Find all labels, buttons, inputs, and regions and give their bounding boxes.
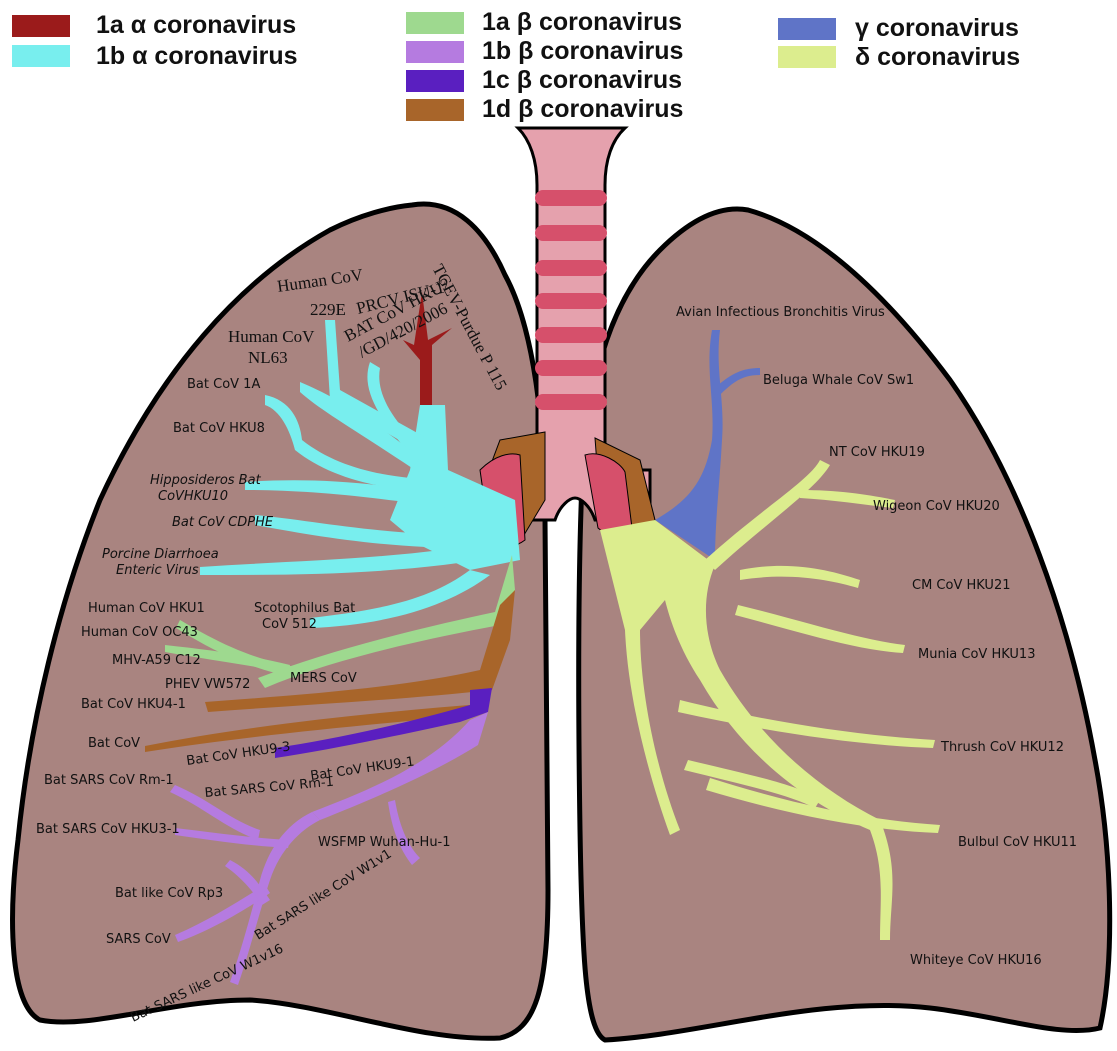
- label-bat-hku8: Bat CoV HKU8: [173, 421, 265, 436]
- trachea-ring: [535, 293, 607, 309]
- label-thrush: Thrush CoV HKU12: [940, 740, 1064, 755]
- legend-swatch-beta-1c: [406, 70, 464, 92]
- legend-label-gamma: γ coronavirus: [855, 14, 1019, 42]
- legend-label-beta-1b: 1b β coronavirus: [482, 37, 683, 65]
- label-avian-ibv: Avian Infectious Bronchitis Virus: [676, 305, 885, 320]
- label-sars-hku3: Bat SARS CoV HKU3-1: [36, 822, 180, 837]
- trachea-ring: [535, 327, 607, 343]
- label-scotophilus: Scotophilus Bat: [254, 601, 355, 616]
- legend-swatch-delta: [778, 46, 836, 68]
- label-scotophilus-sub: CoV 512: [262, 617, 317, 632]
- label-hipposideros: Hipposideros Bat: [150, 473, 262, 488]
- trachea-ring: [535, 394, 607, 410]
- legend-label-alpha-1b: 1b α coronavirus: [96, 42, 298, 70]
- label-bulbul: Bulbul CoV HKU11: [958, 835, 1077, 850]
- label-nt-hku19: NT CoV HKU19: [829, 445, 925, 460]
- legend: 1a α coronavirus 1b α coronavirus 1a β c…: [12, 8, 1020, 123]
- label-human-oc43: Human CoV OC43: [81, 625, 198, 640]
- label-whiteye: Whiteye CoV HKU16: [910, 953, 1042, 968]
- legend-swatch-beta-1a: [406, 12, 464, 34]
- legend-swatch-beta-1b: [406, 41, 464, 63]
- label-phev: PHEV VW572: [165, 677, 250, 692]
- trachea-ring: [535, 190, 607, 206]
- label-munia: Munia CoV HKU13: [918, 647, 1035, 662]
- legend-label-delta: δ coronavirus: [855, 43, 1020, 71]
- label-rp3: Bat like CoV Rp3: [115, 886, 223, 901]
- label-human-nl63-sub: NL63: [248, 348, 288, 367]
- trachea-ring: [535, 260, 607, 276]
- label-beluga: Beluga Whale CoV Sw1: [763, 373, 914, 388]
- legend-swatch-beta-1d: [406, 99, 464, 121]
- label-pedv-sub: Enteric Virus: [116, 563, 199, 578]
- label-mers: MERS CoV: [290, 671, 357, 686]
- label-human-cov-229e-sub: 229E: [310, 300, 346, 319]
- label-bat-hku4: Bat CoV HKU4-1: [81, 697, 186, 712]
- label-sars: SARS CoV: [106, 932, 171, 947]
- legend-label-alpha-1a: 1a α coronavirus: [96, 11, 296, 39]
- legend-label-beta-1c: 1c β coronavirus: [482, 66, 682, 94]
- legend-label-beta-1d: 1d β coronavirus: [482, 95, 683, 123]
- label-bat-cov: Bat CoV: [88, 736, 140, 751]
- label-pedv: Porcine Diarrhoea: [102, 547, 219, 562]
- legend-swatch-alpha-1a: [12, 15, 70, 37]
- label-bat-1a: Bat CoV 1A: [187, 377, 260, 392]
- label-wigeon: Wigeon CoV HKU20: [873, 499, 1000, 514]
- trachea-ring: [535, 225, 607, 241]
- label-mhv: MHV-A59 C12: [112, 653, 201, 668]
- legend-swatch-gamma: [778, 18, 836, 40]
- label-hipposideros-sub: CoVHKU10: [158, 489, 228, 504]
- legend-swatch-alpha-1b: [12, 45, 70, 67]
- label-human-hku1: Human CoV HKU1: [88, 601, 205, 616]
- legend-label-beta-1a: 1a β coronavirus: [482, 8, 682, 36]
- label-sars-rm1-a: Bat SARS CoV Rm-1: [44, 773, 174, 788]
- label-human-nl63: Human CoV: [228, 327, 315, 346]
- label-cm-hku21: CM CoV HKU21: [912, 578, 1011, 593]
- trachea-ring: [535, 360, 607, 376]
- label-bat-cdphe: Bat CoV CDPHE: [172, 515, 274, 530]
- right-lung: [579, 209, 1110, 1040]
